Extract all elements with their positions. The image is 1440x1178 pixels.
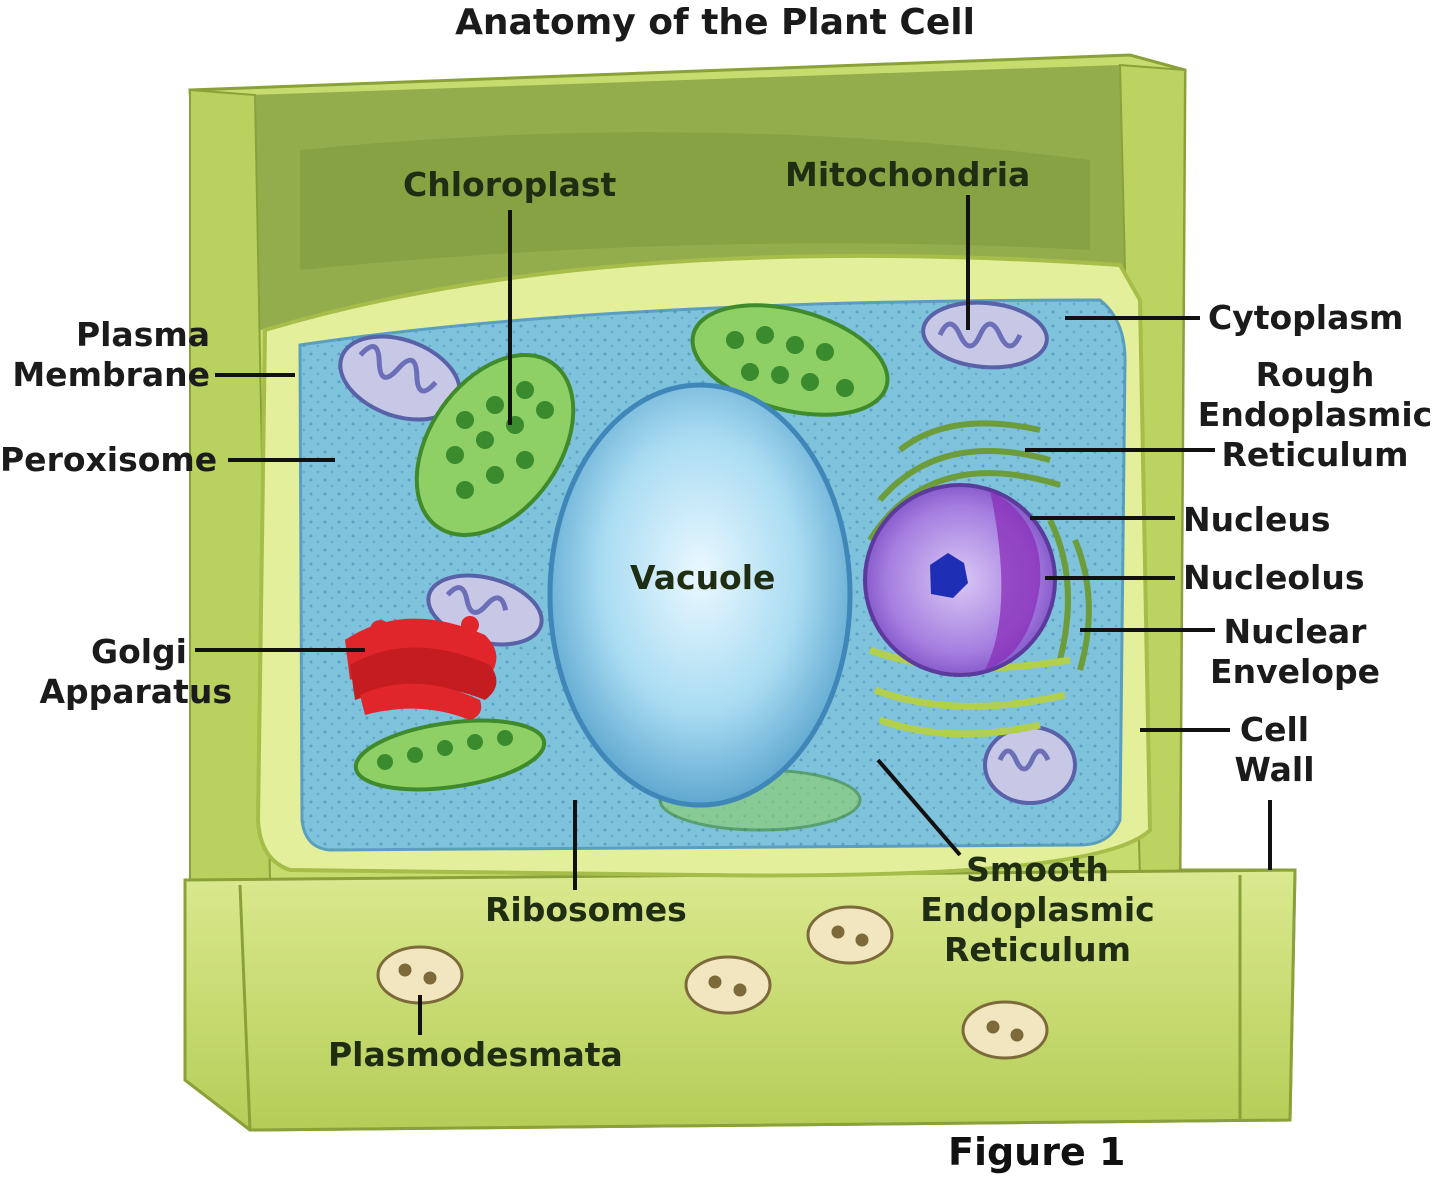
label-nucleolus: Nucleolus [1183,558,1365,597]
label-smooth-er: Smooth Endoplasmic Reticulum [920,850,1155,969]
diagram-title: Anatomy of the Plant Cell [455,2,975,43]
label-mitochondria: Mitochondria [785,155,1031,194]
golgi-apparatus-shape [345,616,497,720]
chloroplast-top [690,303,890,417]
label-nucleus: Nucleus [1183,500,1331,539]
plasmodesma-3 [806,905,894,965]
mitochondrion-top-left [338,334,462,422]
label-rough-er: Rough Endoplasmic Reticulum [1197,355,1433,474]
label-chloroplast: Chloroplast [403,165,617,204]
label-cytoplasm: Cytoplasm [1208,298,1404,337]
figure-caption: Figure 1 [948,1130,1126,1174]
leader-smooth-er [876,758,962,857]
label-vacuole: Vacuole [630,558,776,597]
plasmodesma-2 [684,955,772,1015]
vacuole-shape [547,382,853,808]
mitochondrion-top-right [921,300,1049,370]
plasmodesma-4 [961,1000,1049,1060]
label-cell-wall: Cell Wall [1234,710,1315,789]
label-golgi-apparatus: Golgi Apparatus [39,632,232,711]
chloroplast-bottom-left [353,718,547,792]
label-plasmodesmata: Plasmodesmata [328,1035,623,1074]
label-nuclear-envelope: Nuclear Envelope [1210,612,1380,691]
label-peroxisome: Peroxisome [0,440,218,479]
label-ribosomes: Ribosomes [485,890,687,929]
nucleolus-shape [930,553,968,598]
label-plasma-membrane: Plasma Membrane [12,315,210,394]
chloroplast-left [414,352,576,538]
